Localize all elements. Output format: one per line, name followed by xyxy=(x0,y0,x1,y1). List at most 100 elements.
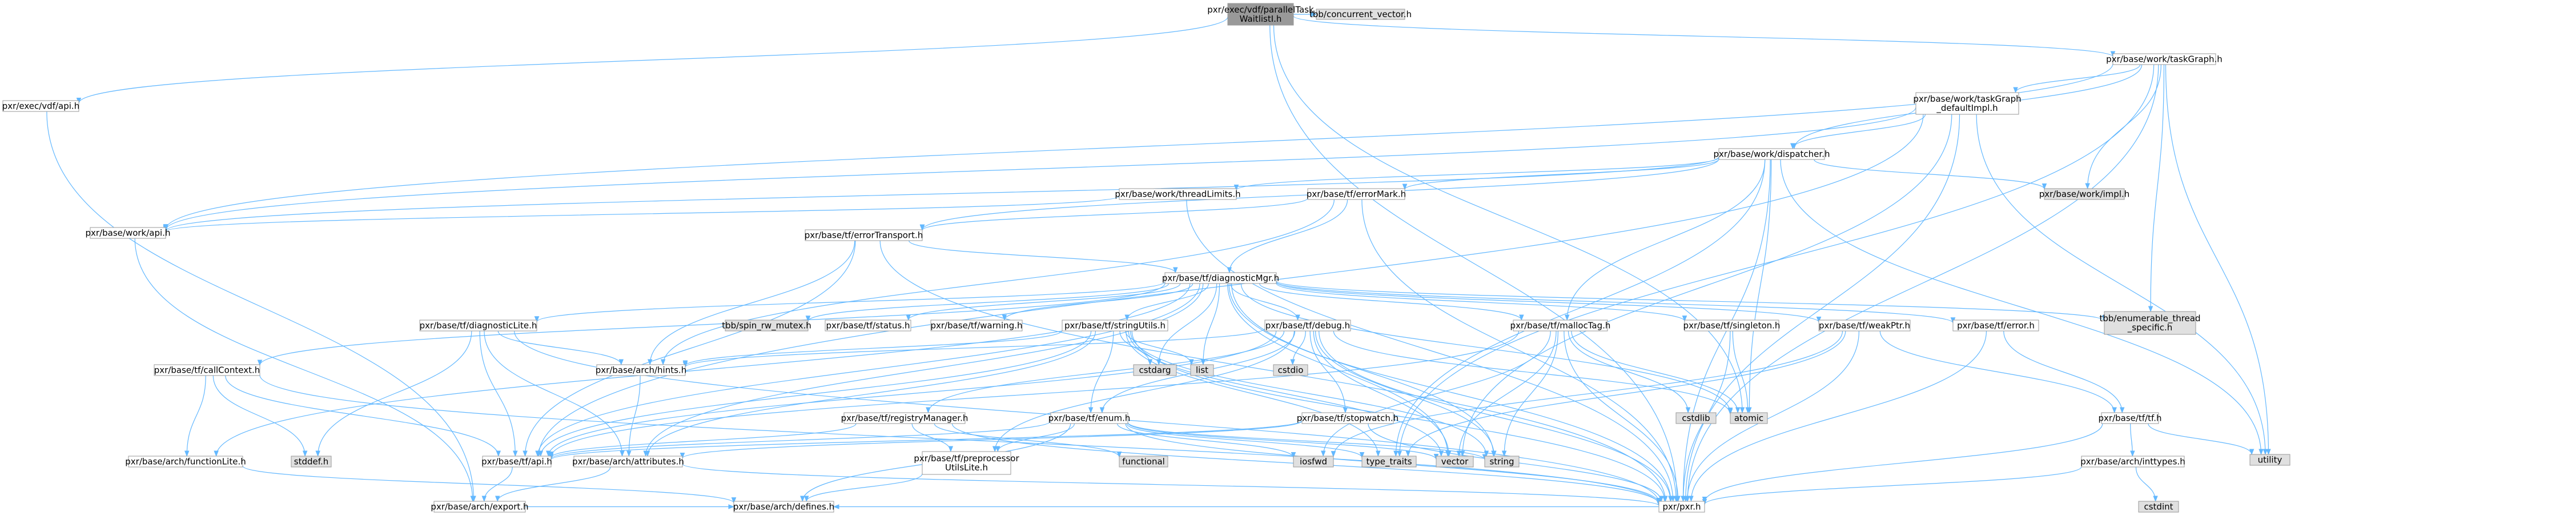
edge-tf_singleton-to-atomic xyxy=(1732,330,1751,414)
node-iosfwd[interactable]: iosfwd xyxy=(1293,456,1334,468)
node-tf-errortransport[interactable]: pxr/base/tf/errorTransport.h xyxy=(805,229,923,241)
edge-taskgraph_impl-to-dispatcher xyxy=(1790,114,1926,150)
edge-taskgraph-to-utility xyxy=(2165,64,2271,456)
node-box xyxy=(1301,412,1394,424)
node-pxr[interactable]: pxr/pxr.h xyxy=(1658,501,1705,513)
node-box xyxy=(482,456,552,468)
node-work-api[interactable]: pxr/base/work/api.h xyxy=(86,227,171,239)
edge-tf_malloctag-to-atomic xyxy=(1571,330,1741,414)
node-work-threadlimits[interactable]: pxr/base/work/threadLimits.h xyxy=(1115,188,1241,200)
node-tbb-ets[interactable]: tbb/enumerable_thread_specific.h xyxy=(2099,311,2201,335)
edge-dispatcher-to-work_api xyxy=(163,156,1719,232)
edge-work_api-to-arch_export xyxy=(134,238,476,502)
edge-tf_debug-to-tf_api xyxy=(546,330,1277,457)
node-box xyxy=(573,456,683,468)
node-cstdint[interactable]: cstdint xyxy=(2138,501,2179,513)
node-arch-export[interactable]: pxr/base/arch/export.h xyxy=(431,501,529,513)
node-tbb-cv[interactable]: tbb/concurrent_vector.h xyxy=(1309,9,1412,20)
node-tf-diagnosticlite[interactable]: pxr/base/tf/diagnosticLite.h xyxy=(419,320,537,332)
edge-tf_error-to-pxr xyxy=(1689,330,1987,502)
node-dispatcher[interactable]: pxr/base/work/dispatcher.h xyxy=(1714,148,1830,160)
node-box xyxy=(1675,412,1717,424)
node-arch-hints[interactable]: pxr/base/arch/hints.h xyxy=(596,364,686,376)
node-type-traits[interactable]: type_traits xyxy=(1361,456,1417,468)
node-taskgraph[interactable]: pxr/base/work/taskGraph.h xyxy=(2106,53,2223,65)
node-label: pxr/base/tf/errorTransport.h xyxy=(805,230,923,241)
node-string[interactable]: string xyxy=(1484,456,1520,468)
edge-taskgraph-to-tbb_ets xyxy=(2148,64,2165,313)
node-tbb-spin[interactable]: tbb/spin_rw_mutex.h xyxy=(722,320,811,332)
node-list[interactable]: list xyxy=(1190,364,1214,376)
node-tf-status[interactable]: pxr/base/tf/status.h xyxy=(825,320,911,332)
node-functional[interactable]: functional xyxy=(1119,456,1168,468)
edge-dispatcher-to-tf_errormark xyxy=(1402,158,1719,190)
node-tf-callcontext[interactable]: pxr/base/tf/callContext.h xyxy=(154,364,260,376)
edge-work_threadlimits-to-work_api xyxy=(163,195,1120,233)
edge-dispatcher-to-tf_malloctag xyxy=(1564,159,1766,321)
edge-tf_malloctag-to-vector xyxy=(1456,330,1557,457)
node-tf-diagnosticmgr[interactable]: pxr/base/tf/diagnosticMgr.h xyxy=(1162,272,1279,284)
node-work-impl[interactable]: pxr/base/work/impl.h xyxy=(2039,188,2130,200)
node-atomic[interactable]: atomic xyxy=(1730,412,1768,424)
edge-tf_diagnosticmgr-to-tf_status xyxy=(906,283,1181,321)
node-tf-weakptr[interactable]: pxr/base/tf/weakPtr.h xyxy=(1818,320,1911,332)
node-taskgraph-impl[interactable]: pxr/base/work/taskGraph_defaultImpl.h xyxy=(1913,92,2022,115)
node-tf-api[interactable]: pxr/base/tf/api.h xyxy=(481,456,552,468)
edge-tf_stringutils-to-vector xyxy=(1128,330,1444,457)
node-box xyxy=(733,501,834,513)
node-tf-stringutils[interactable]: pxr/base/tf/stringUtils.h xyxy=(1062,320,1168,332)
node-tf-singleton[interactable]: pxr/base/tf/singleton.h xyxy=(1683,320,1781,332)
node-utility[interactable]: utility xyxy=(2249,454,2290,466)
node-exec-api[interactable]: pxr/exec/vdf/api.h xyxy=(2,100,79,112)
edge-tf_errormark-to-tf_errortransport xyxy=(919,198,1308,231)
node-tf-enum[interactable]: pxr/base/tf/enum.h xyxy=(1048,412,1131,424)
node-box xyxy=(2101,412,2159,424)
node-tf-warning[interactable]: pxr/base/tf/warning.h xyxy=(930,320,1023,332)
node-tf-error[interactable]: pxr/base/tf/error.h xyxy=(1952,320,2039,332)
node-box xyxy=(291,456,332,468)
node-label: pxr/base/arch/defines.h xyxy=(733,502,834,512)
edge-tf_enum-to-iosfwd xyxy=(1116,423,1296,458)
edge-tf_tf-to-utility xyxy=(2148,423,2254,456)
node-cstdio[interactable]: cstdio xyxy=(1273,364,1308,376)
node-label: pxr/base/tf/tf.h xyxy=(2099,413,2162,424)
node-label: pxr/base/work/taskGraph.h xyxy=(2106,54,2223,65)
node-label: functional xyxy=(1122,457,1165,467)
node-arch-defines[interactable]: pxr/base/arch/defines.h xyxy=(733,501,834,513)
node-tf-errormark[interactable]: pxr/base/tf/errorMark.h xyxy=(1307,188,1406,200)
node-arch-functionlite[interactable]: pxr/base/arch/functionLite.h xyxy=(125,456,246,468)
node-label: pxr/exec/vdf/parallelTask xyxy=(1207,5,1314,15)
node-tf-tf[interactable]: pxr/base/tf/tf.h xyxy=(2099,412,2162,424)
edge-tf_enum-to-type_traits xyxy=(1126,423,1365,458)
node-box xyxy=(2249,454,2290,466)
node-label: pxr/base/work/dispatcher.h xyxy=(1714,149,1830,159)
node-vector[interactable]: vector xyxy=(1436,456,1474,468)
node-cstdlib[interactable]: cstdlib xyxy=(1675,412,1717,424)
node-box xyxy=(2104,311,2196,335)
node-box xyxy=(1307,188,1405,200)
node-box xyxy=(2138,501,2179,513)
edge-tf_error-to-tf_tf xyxy=(2003,330,2125,414)
node-arch-inttypes[interactable]: pxr/base/arch/inttypes.h xyxy=(2080,456,2185,468)
node-label: pxr/base/tf/warning.h xyxy=(931,321,1023,331)
node-cstdarg[interactable]: cstdarg xyxy=(1133,364,1177,376)
node-box xyxy=(1513,320,1608,332)
node-tf-malloctag[interactable]: pxr/base/tf/mallocTag.h xyxy=(1510,320,1611,332)
node-stddef[interactable]: stddef.h xyxy=(291,456,332,468)
node-tf-stopwatch[interactable]: pxr/base/tf/stopwatch.h xyxy=(1297,412,1398,424)
node-box xyxy=(1190,364,1214,376)
node-tf-debug[interactable]: pxr/base/tf/debug.h xyxy=(1264,320,1351,332)
node-tf-registrymanager[interactable]: pxr/base/tf/registryManager.h xyxy=(841,412,968,424)
node-arch-attributes[interactable]: pxr/base/arch/attributes.h xyxy=(572,456,684,468)
edge-tf_diagnosticmgr-to-tf_malloctag xyxy=(1259,283,1524,321)
node-label: pxr/base/work/api.h xyxy=(86,228,171,238)
node-box xyxy=(1915,92,2019,115)
edge-arch_attributes-to-pxr xyxy=(682,464,1661,506)
node-box xyxy=(2112,53,2216,65)
edge-tf_malloctag-to-string xyxy=(1501,330,1559,457)
edge-tf_diagnosticmgr-to-vector xyxy=(1227,283,1450,457)
node-label: pxr/base/arch/export.h xyxy=(431,502,528,512)
node-box xyxy=(1818,320,1911,332)
